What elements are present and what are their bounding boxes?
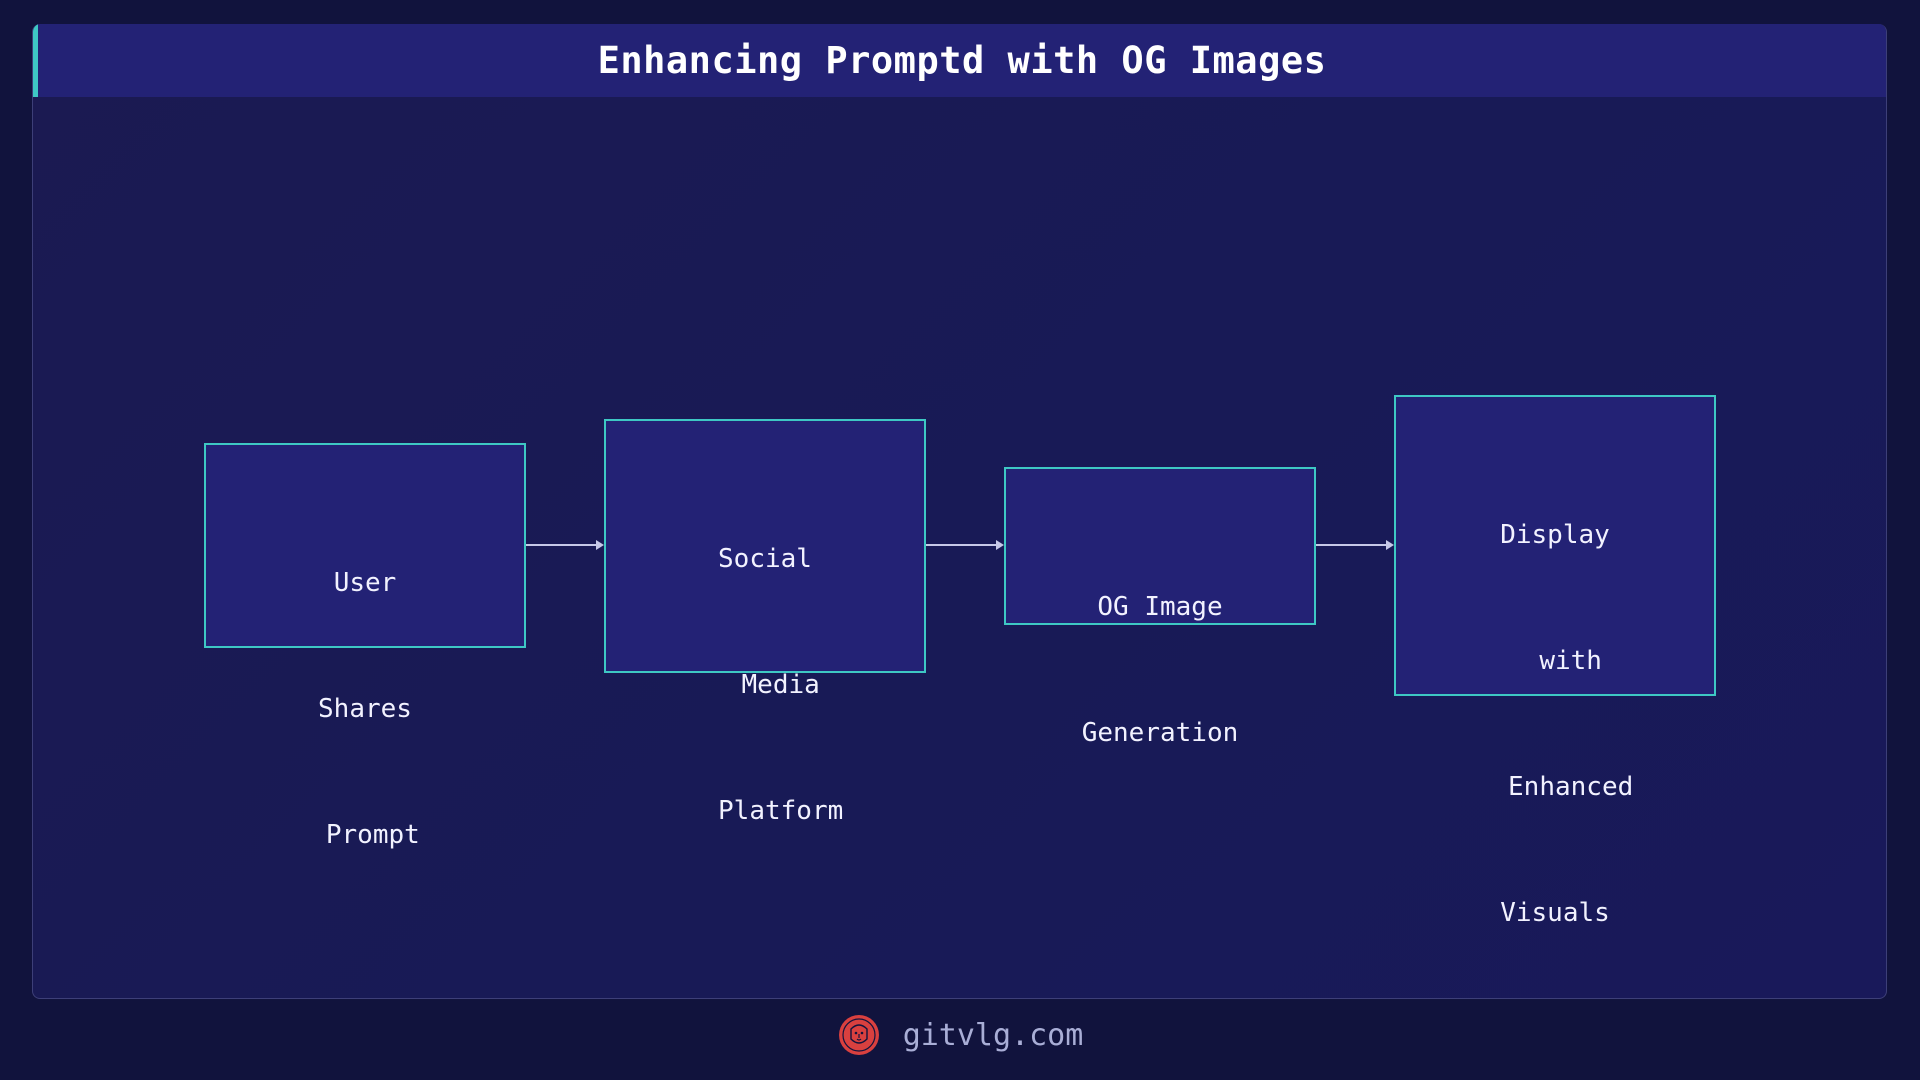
node-label-line: User: [333, 568, 397, 598]
node-label-line: with: [1508, 646, 1602, 676]
node-og-image-generation: OG Image Generation: [1004, 467, 1316, 748]
lion-logo-icon: [838, 1015, 879, 1055]
node-label-line: Generation: [1081, 718, 1239, 748]
node-label: OG Image Generation: [1006, 502, 1314, 838]
node-label-line: OG Image: [1097, 592, 1223, 622]
footer: gitvlg.com: [0, 1010, 1920, 1060]
node-label-line: Visuals: [1500, 898, 1610, 928]
node-user-shares-prompt: User Shares Prompt: [204, 443, 526, 850]
page-title: Enhancing Promptd with OG Images: [597, 39, 1327, 82]
site-url[interactable]: gitvlg.com: [902, 1017, 1084, 1053]
node-social-media-platform: Social Media Platform: [604, 419, 926, 826]
edge-arrow-3: [1316, 540, 1394, 550]
node-label: Display with Enhanced Visuals: [1396, 430, 1714, 1018]
edge-arrow-2: [926, 540, 1004, 550]
node-label-line: Social: [718, 544, 812, 574]
node-label: Social Media Platform: [606, 454, 924, 916]
node-label: User Shares Prompt: [206, 478, 524, 940]
node-label-line: Platform: [686, 796, 844, 826]
node-label-line: Media: [710, 670, 820, 700]
node-label-line: Display: [1500, 520, 1610, 550]
edge-arrow-1: [526, 540, 604, 550]
node-display-enhanced-visuals: Display with Enhanced Visuals: [1394, 395, 1716, 928]
node-label-line: Prompt: [310, 820, 420, 850]
node-label-line: Enhanced: [1476, 772, 1634, 802]
node-label-line: Shares: [318, 694, 412, 724]
title-bar: Enhancing Promptd with OG Images: [33, 24, 1886, 97]
